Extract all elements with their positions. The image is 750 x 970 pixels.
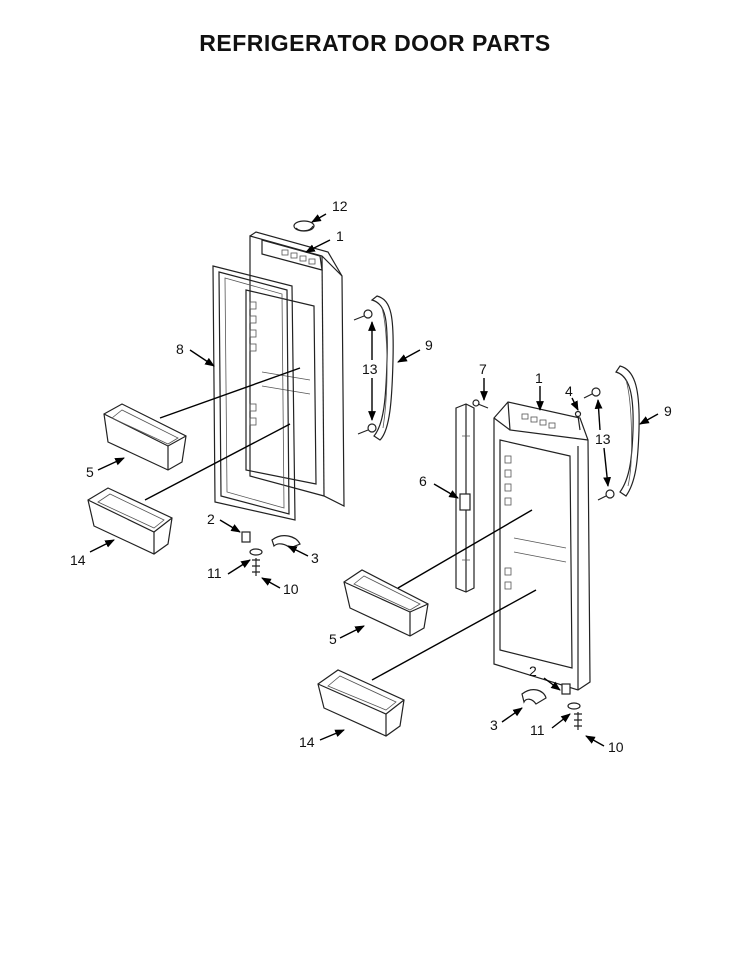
right-callout-5: 5 xyxy=(329,631,337,647)
page-title: REFRIGERATOR DOOR PARTS xyxy=(199,30,551,56)
right-callout-11: 11 xyxy=(530,722,545,738)
left-callout-5: 5 xyxy=(86,464,94,480)
right-door-part xyxy=(493,401,591,691)
left-callout-13: 13 xyxy=(362,361,378,377)
wire-harness-part xyxy=(293,220,315,232)
left-door-part xyxy=(245,231,345,507)
right-hinge-hardware xyxy=(521,683,582,730)
left-callout-9: 9 xyxy=(425,337,433,353)
right-callout-7: 7 xyxy=(479,361,487,377)
left-handle-studs-part xyxy=(353,309,377,435)
right-callout-1: 1 xyxy=(535,370,543,386)
left-door-bin-part xyxy=(103,403,187,471)
right-door-handle-part xyxy=(615,365,640,497)
right-callout-14: 14 xyxy=(299,734,315,750)
left-door-gasket-part xyxy=(212,265,296,521)
right-door-bin-part xyxy=(343,569,429,637)
left-callout-11: 11 xyxy=(207,565,222,581)
left-door-bin-large-part xyxy=(87,487,173,555)
left-callout-14: 14 xyxy=(70,552,86,568)
right-callout-13: 13 xyxy=(595,431,611,447)
left-callout-10: 10 xyxy=(283,581,299,597)
right-screw-4-part xyxy=(574,410,582,431)
right-callout-10: 10 xyxy=(608,739,624,755)
right-callout-4: 4 xyxy=(565,383,573,399)
right-callout-2: 2 xyxy=(529,663,537,679)
left-door-handle-part xyxy=(370,295,394,441)
right-callout-6: 6 xyxy=(419,473,427,489)
left-callout-1: 1 xyxy=(336,228,344,244)
left-hinge-hardware xyxy=(241,531,301,576)
left-callout-8: 8 xyxy=(176,341,184,357)
right-callout-3: 3 xyxy=(490,717,498,733)
left-callout-12: 12 xyxy=(332,198,348,214)
flipper-mullion-part xyxy=(455,403,475,593)
right-screw-7-part xyxy=(472,399,489,409)
right-handle-studs-part xyxy=(583,387,615,501)
left-callout-3: 3 xyxy=(311,550,319,566)
left-callout-2: 2 xyxy=(207,511,215,527)
right-callout-9: 9 xyxy=(664,403,672,419)
right-door-bin-large-part xyxy=(317,669,405,737)
